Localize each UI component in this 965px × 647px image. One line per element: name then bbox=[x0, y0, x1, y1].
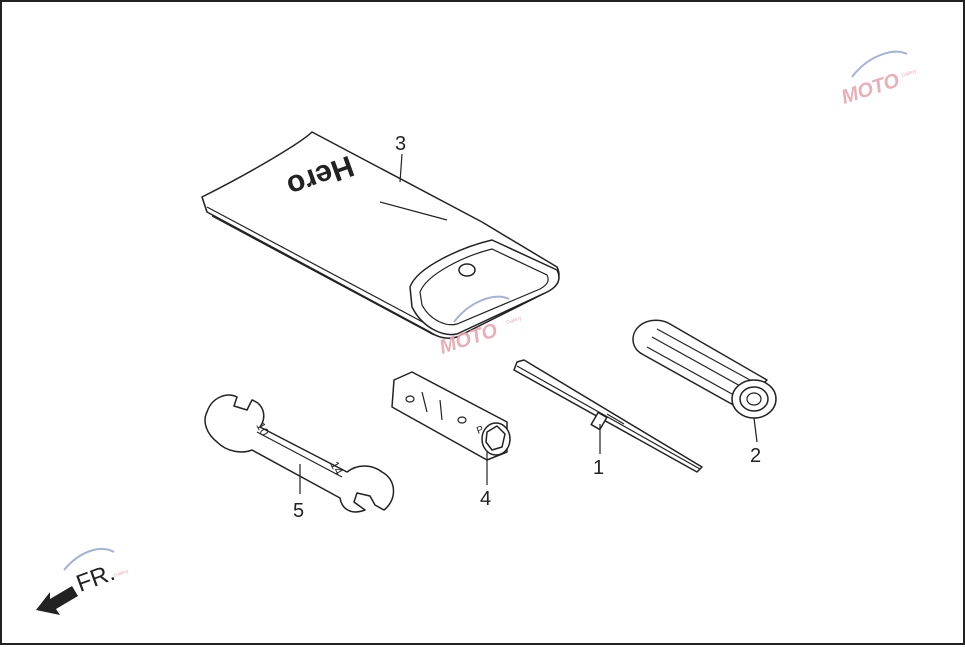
spark-plug-socket: P bbox=[391, 371, 511, 461]
callout-3: 3 bbox=[395, 133, 406, 155]
leader-lines bbox=[299, 153, 758, 494]
callout-2: 2 bbox=[750, 445, 761, 467]
watermark-sub-1: Gallery bbox=[901, 68, 918, 79]
wrench-mark-large: 14 bbox=[327, 459, 346, 478]
tool-pouch: Hero bbox=[201, 131, 560, 339]
watermark-sub-2: Gallery bbox=[506, 315, 523, 326]
watermark-sub-3: Gallery bbox=[113, 568, 130, 579]
front-label: FR. bbox=[73, 559, 119, 598]
callout-1: 1 bbox=[593, 457, 604, 479]
watermark-bottom-left: Gallery bbox=[63, 547, 130, 579]
watermark-top-right: MOTO Gallery bbox=[839, 50, 918, 109]
callout-4: 4 bbox=[480, 488, 491, 510]
double-open-wrench: 10 14 bbox=[204, 394, 395, 513]
callout-5: 5 bbox=[293, 500, 304, 522]
front-arrow-icon bbox=[36, 586, 78, 615]
screwdriver-handle bbox=[632, 319, 777, 419]
wrench-mark-small: 10 bbox=[253, 420, 272, 439]
front-direction-indicator: FR. bbox=[36, 559, 118, 615]
watermark-text-1: MOTO bbox=[839, 69, 903, 108]
screwdriver bbox=[513, 359, 703, 473]
socket-mark: P bbox=[475, 424, 485, 437]
